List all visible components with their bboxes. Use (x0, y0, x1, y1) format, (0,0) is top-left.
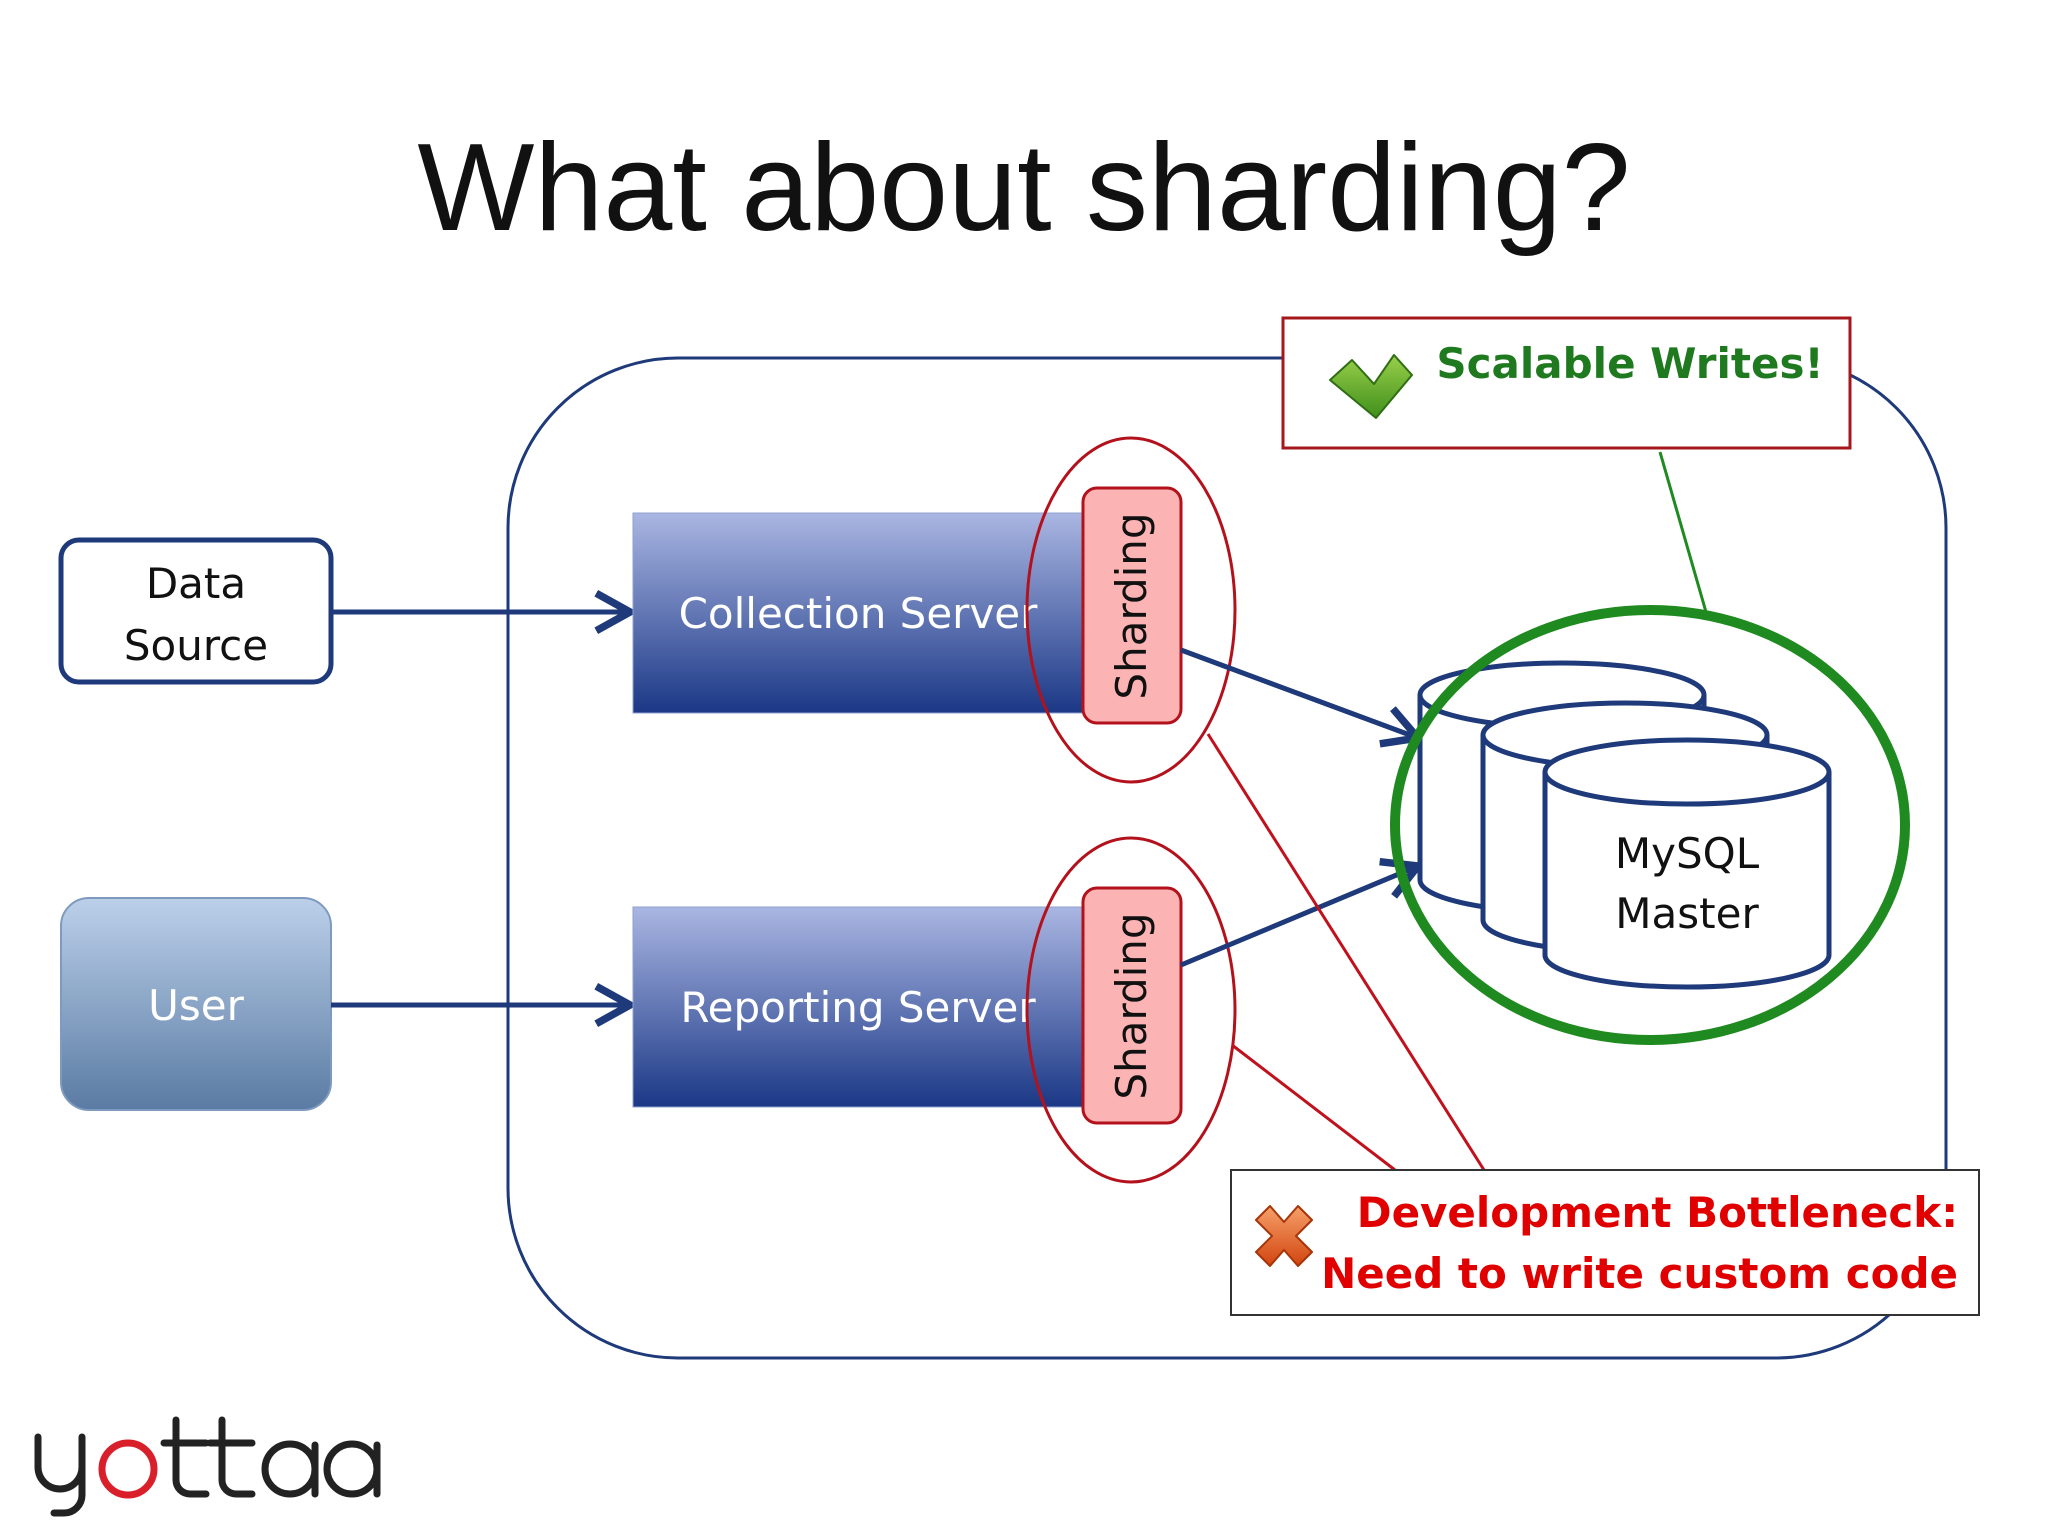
bottleneck-text-line2: Need to write custom code (1321, 1249, 1958, 1298)
mysql-highlight (1390, 605, 1910, 1045)
mysql-cylinder-front (1542, 737, 1832, 990)
yottaa-logo (34, 1416, 381, 1517)
system-boundary (506, 356, 1948, 1360)
reporting-server-node: Reporting Server (632, 906, 1084, 1108)
bottleneck-connector-reporting (1231, 1043, 1396, 1172)
scalable-connector (1658, 451, 1708, 613)
collection-sharding-label: Sharding (1107, 512, 1156, 699)
development-bottleneck-callout: Development Bottleneck: Need to write cu… (1230, 1169, 1980, 1316)
collection-server-node: Collection Server (632, 512, 1084, 714)
reporting-sharding-tab: Sharding (1081, 886, 1183, 1125)
reporting-sharding-highlight (1025, 836, 1237, 1184)
mysql-label-line2: Master (1615, 889, 1759, 938)
scalable-writes-text: Scalable Writes! (1436, 339, 1823, 388)
reporting-server-label: Reporting Server (680, 983, 1036, 1032)
bottleneck-connector-collection (1206, 733, 1486, 1171)
user-node: User (60, 897, 332, 1111)
x-icon (1255, 1205, 1313, 1267)
data-source-label-line1: Data (146, 559, 246, 608)
data-source-node: Data Source (58, 537, 334, 685)
collection-server-label: Collection Server (679, 589, 1039, 638)
arrow-reporting-to-mysql (1180, 866, 1418, 968)
mysql-label-line1: MySQL (1615, 829, 1760, 878)
slide-title: What about sharding? (417, 119, 1630, 257)
checkmark-icon (1329, 354, 1413, 419)
arrow-collection-to-mysql (1180, 647, 1418, 738)
collection-sharding-tab: Sharding (1081, 486, 1183, 725)
collection-sharding-highlight (1025, 436, 1237, 784)
reporting-sharding-label: Sharding (1107, 912, 1156, 1099)
data-source-label-line2: Source (124, 621, 268, 670)
bottleneck-text-line1: Development Bottleneck: (1357, 1188, 1958, 1237)
user-label: User (148, 981, 244, 1030)
scalable-writes-callout: Scalable Writes! (1281, 316, 1852, 450)
